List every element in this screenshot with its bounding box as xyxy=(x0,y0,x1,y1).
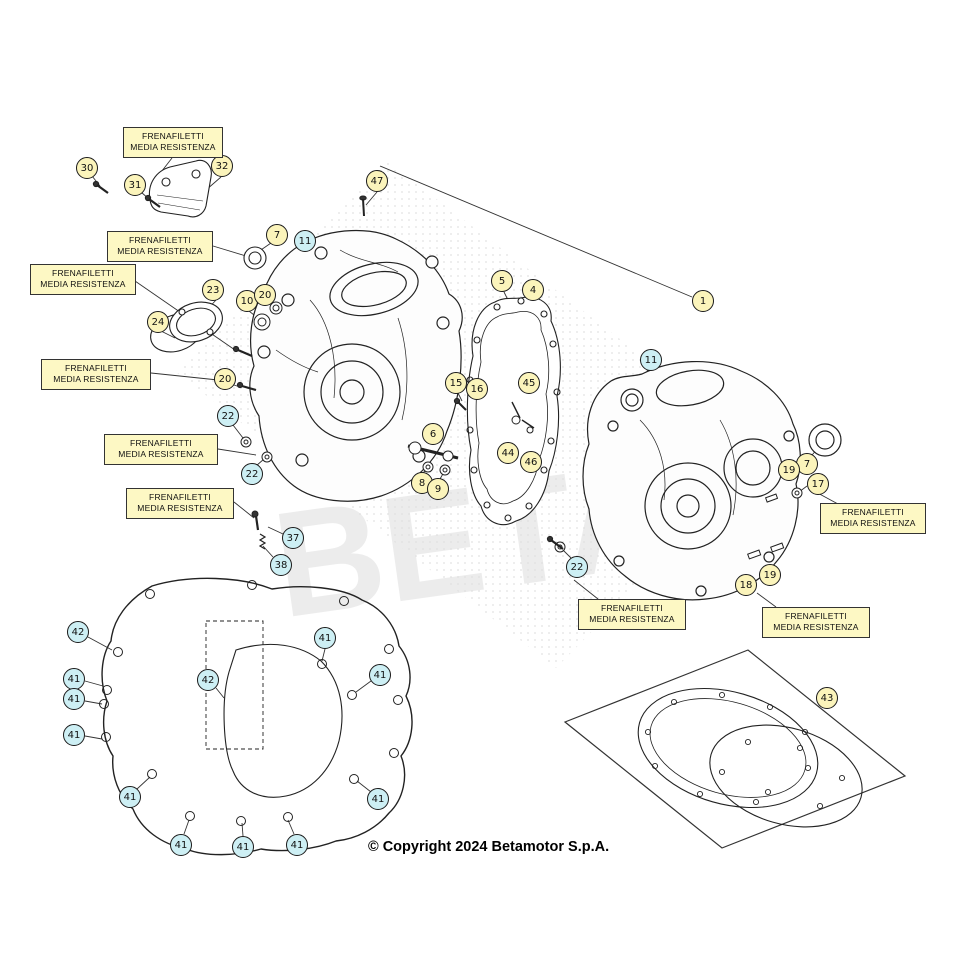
callout-41[interactable]: 41 xyxy=(63,688,85,710)
callout-44[interactable]: 44 xyxy=(497,442,519,464)
callout-41[interactable]: 41 xyxy=(63,724,85,746)
callout-42[interactable]: 42 xyxy=(67,621,89,643)
callout-31[interactable]: 31 xyxy=(124,174,146,196)
water-pump-cover-art xyxy=(150,301,223,353)
callout-9[interactable]: 9 xyxy=(427,478,449,500)
crankcase-left-art xyxy=(249,229,463,502)
callout-15[interactable]: 15 xyxy=(445,372,467,394)
clutch-gasket-art xyxy=(99,577,413,856)
callout-43[interactable]: 43 xyxy=(816,687,838,709)
callout-45[interactable]: 45 xyxy=(518,372,540,394)
callout-7[interactable]: 7 xyxy=(266,224,288,246)
callout-18[interactable]: 18 xyxy=(735,574,757,596)
note-line2: MEDIA RESISTENZA xyxy=(130,142,216,153)
callout-19[interactable]: 19 xyxy=(759,564,781,586)
callout-37[interactable]: 37 xyxy=(282,527,304,549)
callout-38[interactable]: 38 xyxy=(270,554,292,576)
callout-32[interactable]: 32 xyxy=(211,155,233,177)
dowel-plug-art xyxy=(546,487,803,560)
gasket-kit-art xyxy=(563,649,907,849)
callout-41[interactable]: 41 xyxy=(63,668,85,690)
callout-41[interactable]: 41 xyxy=(119,786,141,808)
callout-22[interactable]: 22 xyxy=(217,405,239,427)
callout-22[interactable]: 22 xyxy=(241,463,263,485)
callout-16[interactable]: 16 xyxy=(466,378,488,400)
callout-41[interactable]: 41 xyxy=(170,834,192,856)
note-line2: MEDIA RESISTENZA xyxy=(118,449,204,460)
callout-11[interactable]: 11 xyxy=(294,230,316,252)
callout-30[interactable]: 30 xyxy=(76,157,98,179)
screw-art xyxy=(92,180,161,208)
note-line1: FRENAFILETTI xyxy=(785,611,847,621)
note-line2: MEDIA RESISTENZA xyxy=(40,279,126,290)
detent-spring-art xyxy=(251,510,267,550)
callout-42[interactable]: 42 xyxy=(197,669,219,691)
note-line1: FRENAFILETTI xyxy=(842,507,904,517)
note-line1: FRENAFILETTI xyxy=(52,268,114,278)
note-line1: FRENAFILETTI xyxy=(130,438,192,448)
note-line2: MEDIA RESISTENZA xyxy=(830,518,916,529)
note-line1: FRENAFILETTI xyxy=(129,235,191,245)
callout-41[interactable]: 41 xyxy=(314,627,336,649)
note-line1: FRENAFILETTI xyxy=(601,603,663,613)
callout-23[interactable]: 23 xyxy=(202,279,224,301)
callout-24[interactable]: 24 xyxy=(147,311,169,333)
callout-22[interactable]: 22 xyxy=(566,556,588,578)
callout-46[interactable]: 46 xyxy=(520,451,542,473)
callout-41[interactable]: 41 xyxy=(367,788,389,810)
note-line1: FRENAFILETTI xyxy=(149,492,211,502)
callout-6[interactable]: 6 xyxy=(422,423,444,445)
callout-41[interactable]: 41 xyxy=(369,664,391,686)
shaft-art xyxy=(407,441,459,476)
note-line1: FRENAFILETTI xyxy=(65,363,127,373)
copyright-text: © Copyright 2024 Betamotor S.p.A. xyxy=(368,839,610,855)
callout-19[interactable]: 19 xyxy=(778,459,800,481)
callout-41[interactable]: 41 xyxy=(232,836,254,858)
screw-47-art xyxy=(359,195,367,217)
callout-4[interactable]: 4 xyxy=(522,279,544,301)
callout-20[interactable]: 20 xyxy=(214,368,236,390)
callout-1[interactable]: 1 xyxy=(692,290,714,312)
note-line2: MEDIA RESISTENZA xyxy=(53,374,139,385)
callout-47[interactable]: 47 xyxy=(366,170,388,192)
callout-20[interactable]: 20 xyxy=(254,284,276,306)
bearing-art xyxy=(808,423,842,457)
note-line2: MEDIA RESISTENZA xyxy=(773,622,859,633)
callout-41[interactable]: 41 xyxy=(286,834,308,856)
selector-parts-art xyxy=(511,401,535,434)
bracket-part-art xyxy=(92,159,212,218)
spacer-bolt-art xyxy=(232,301,283,392)
callout-11[interactable]: 11 xyxy=(640,349,662,371)
note-line1: FRENAFILETTI xyxy=(142,131,204,141)
note-line2: MEDIA RESISTENZA xyxy=(589,614,675,625)
callout-5[interactable]: 5 xyxy=(491,270,513,292)
callout-17[interactable]: 17 xyxy=(807,473,829,495)
note-line2: MEDIA RESISTENZA xyxy=(137,503,223,514)
note-line2: MEDIA RESISTENZA xyxy=(117,246,203,257)
